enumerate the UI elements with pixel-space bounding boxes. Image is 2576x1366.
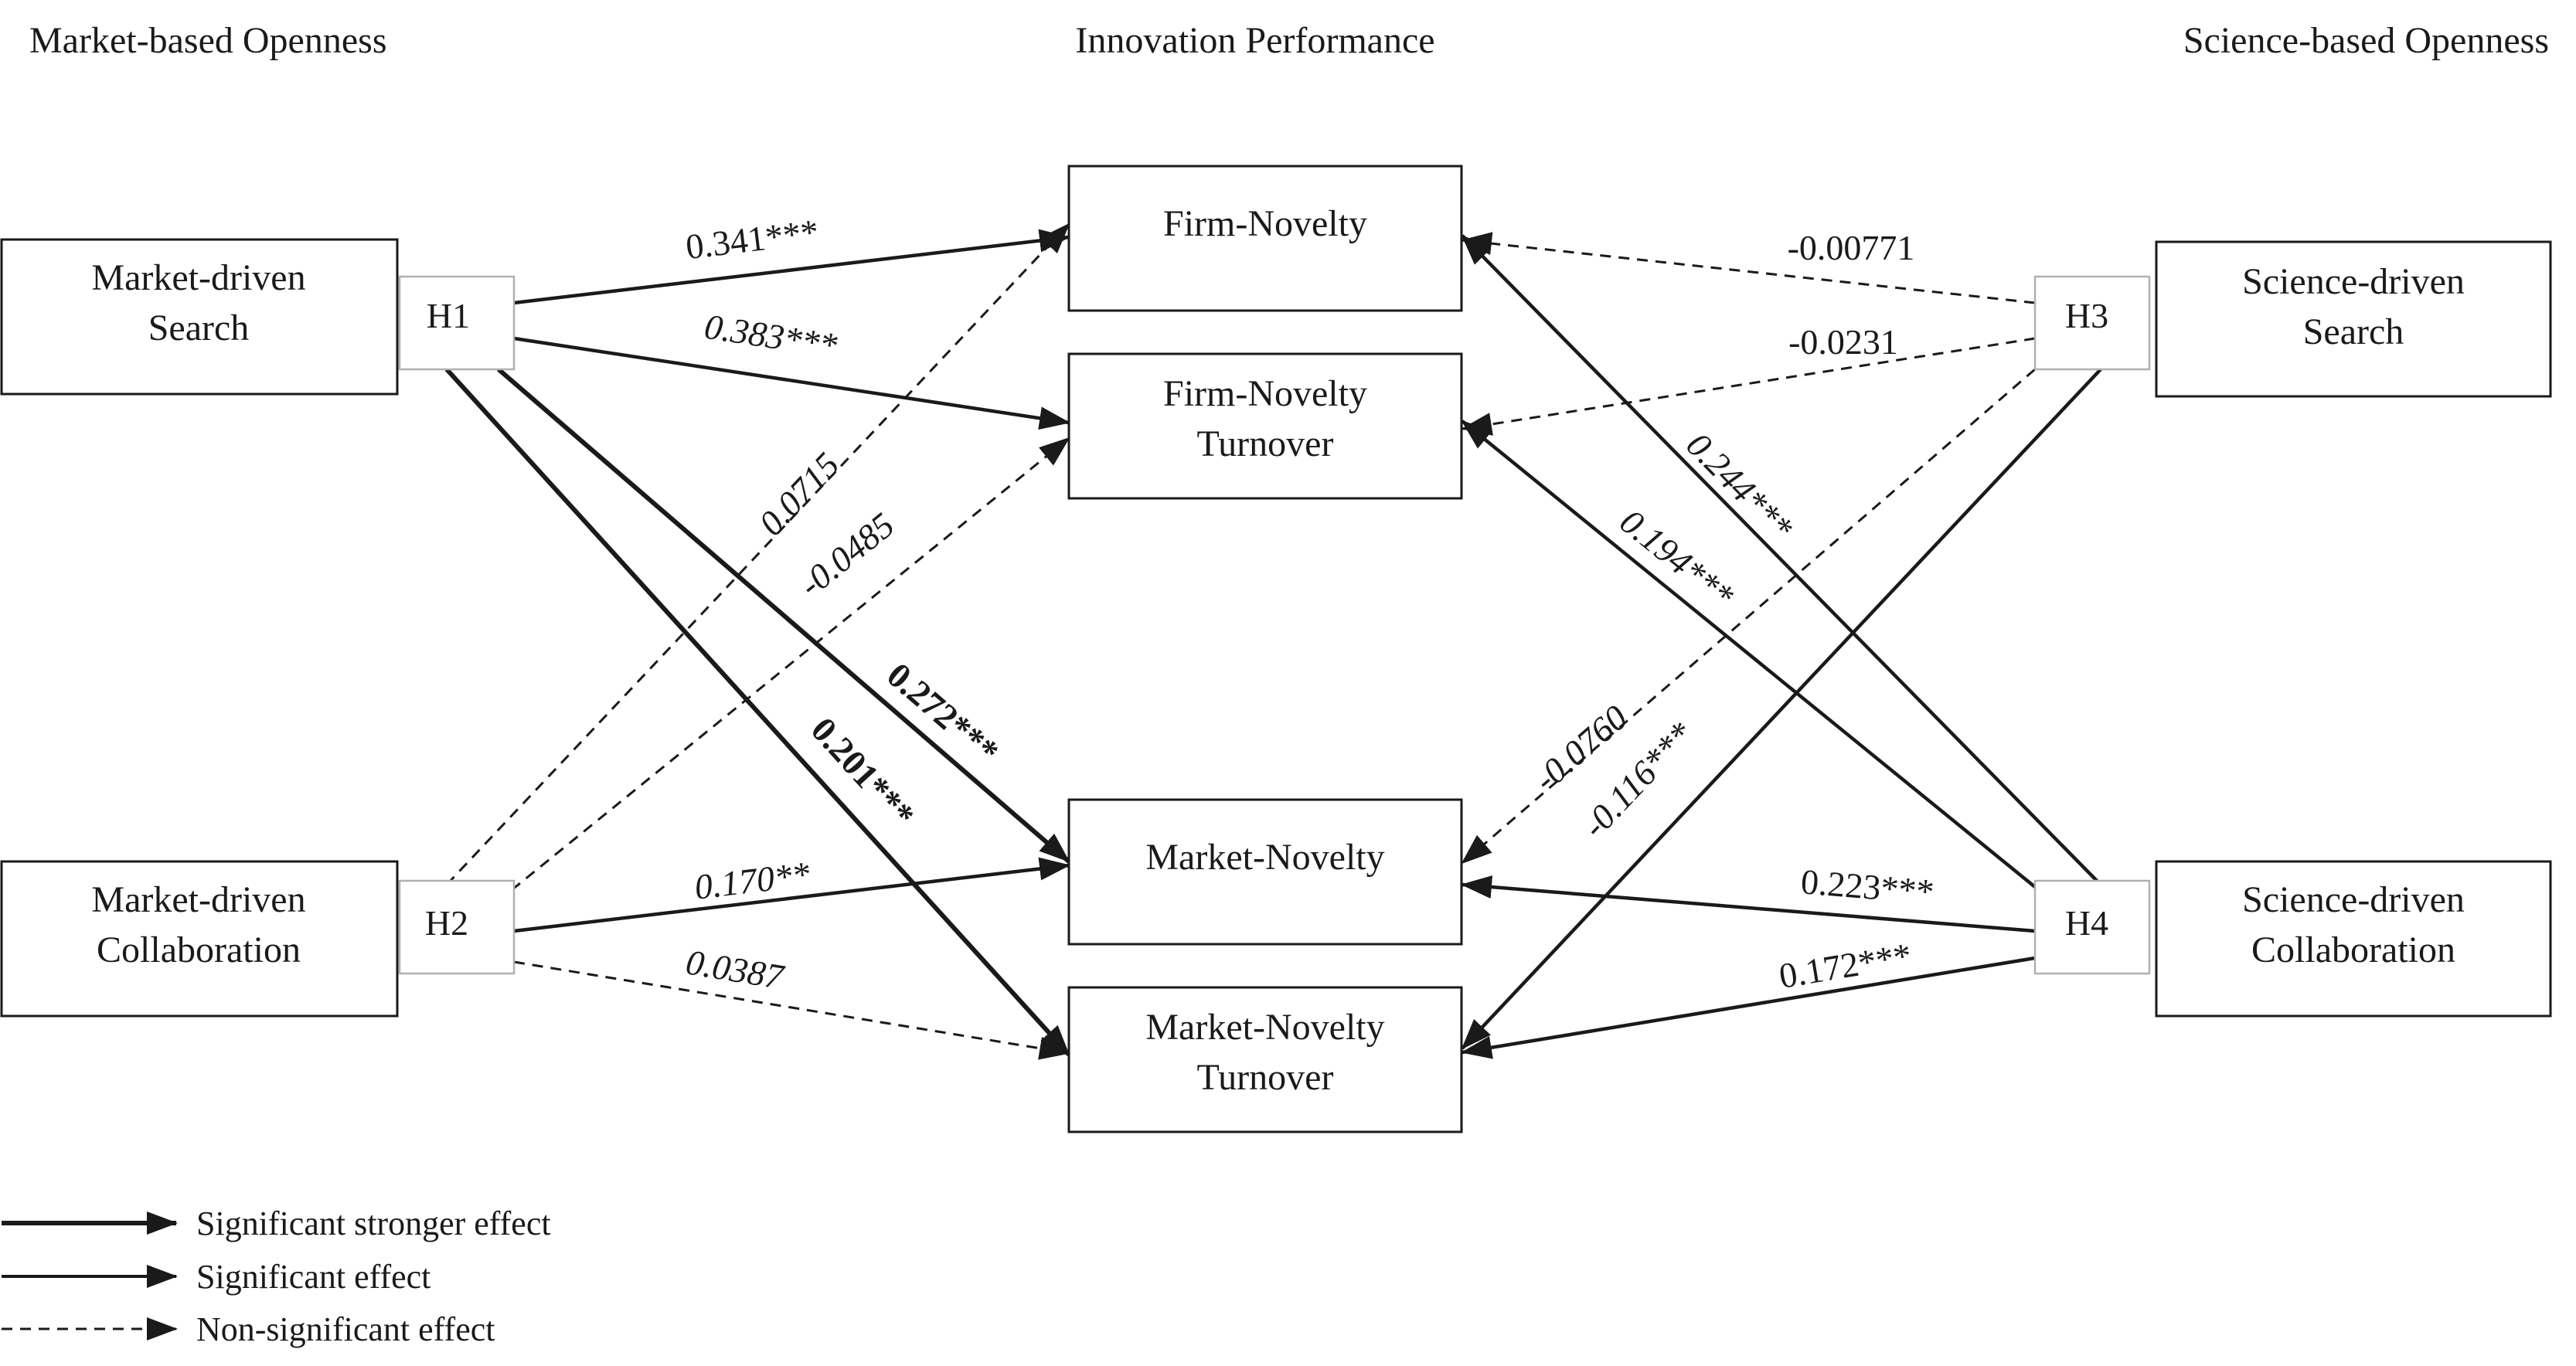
hypothesis-h2: H2: [398, 879, 516, 975]
arrow-h2-firm-novelty-turnover: [511, 437, 1070, 892]
arrow-h4-firm-novelty: [1461, 234, 2102, 886]
box-market-driven-search-line2: Search: [148, 308, 250, 348]
coef-h3-firm-novelty-turnover: -0.0231: [1788, 322, 1898, 362]
arrow-h4-market-novelty: [1461, 875, 2036, 933]
hypothesis-h3-label: H3: [2065, 296, 2108, 335]
arrow-h2-market-novelty-turnover: [513, 960, 1070, 1060]
legend-non-significant-label: Non-significant effect: [196, 1310, 495, 1348]
coef-h4-firm-novelty: 0.244***: [1679, 425, 1800, 548]
arrow-h1-firm-novelty-turnover: [513, 336, 1070, 430]
box-firm-novelty-turnover: Firm-Novelty Turnover: [1067, 352, 1463, 500]
box-market-novelty: Market-Novelty: [1067, 798, 1463, 946]
box-market-driven-search-line1: Market-driven: [91, 257, 305, 298]
box-science-driven-search-line1: Science-driven: [2242, 261, 2465, 302]
arrow-h4-market-novelty-turnover: [1461, 956, 2036, 1059]
box-firm-novelty-turnover-line2: Turnover: [1197, 423, 1334, 464]
box-science-driven-collaboration: Science-driven Collaboration: [2155, 860, 2552, 1018]
box-science-driven-collaboration-line1: Science-driven: [2242, 879, 2465, 920]
coef-h1-firm-novelty-turnover: 0.383***: [702, 307, 839, 365]
box-firm-novelty-turnover-line1: Firm-Novelty: [1163, 373, 1367, 414]
arrow-h3-firm-novelty-turnover: [1461, 337, 2036, 436]
legend: Significant stronger effect Significant …: [2, 1205, 551, 1348]
hypothesis-h3: H3: [2033, 275, 2151, 371]
arrow-h3-firm-novelty: [1461, 232, 2036, 304]
coef-h2-firm-novelty-turnover: -0.0485: [791, 505, 901, 605]
arrow-h4-firm-novelty-turnover: [1461, 420, 2037, 889]
legend-significant-label: Significant effect: [196, 1258, 430, 1296]
arrow-h1-market-novelty-turnover: [444, 367, 1071, 1057]
arrow-h3-market-novelty: [1461, 368, 2036, 865]
coef-h4-market-novelty: 0.223***: [1799, 861, 1935, 912]
legend-stronger-label: Significant stronger effect: [196, 1205, 551, 1242]
box-market-driven-collaboration-line2: Collaboration: [97, 929, 301, 970]
box-science-driven-collaboration-line2: Collaboration: [2251, 929, 2455, 970]
box-market-novelty-turnover: Market-Novelty Turnover: [1067, 986, 1463, 1133]
hypothesis-h4: H4: [2033, 879, 2151, 975]
header-science-based-openness: Science-based Openness: [2183, 20, 2549, 61]
arrow-h2-firm-novelty: [445, 223, 1070, 886]
box-market-driven-search: Market-driven Search: [0, 238, 399, 396]
coef-h2-market-novelty-turnover: 0.0387: [683, 942, 788, 997]
arrow-h2-market-novelty: [513, 857, 1070, 933]
header-innovation-performance: Innovation Performance: [1075, 20, 1434, 61]
arrow-h1-market-novelty: [497, 367, 1070, 864]
hypothesis-h2-label: H2: [425, 903, 468, 943]
box-market-novelty-turnover-line2: Turnover: [1197, 1057, 1334, 1098]
coef-h1-market-novelty-turnover: 0.201***: [804, 710, 923, 835]
header-market-based-openness: Market-based Openness: [29, 20, 387, 61]
box-market-driven-collaboration-line1: Market-driven: [91, 879, 305, 920]
coef-h4-market-novelty-turnover: 0.172***: [1776, 936, 1914, 996]
box-firm-novelty-label: Firm-Novelty: [1163, 203, 1367, 244]
hypothesis-h4-label: H4: [2065, 903, 2108, 943]
box-firm-novelty: Firm-Novelty: [1067, 165, 1463, 312]
box-market-novelty-turnover-line1: Market-Novelty: [1145, 1007, 1384, 1048]
box-science-driven-search-line2: Search: [2303, 311, 2404, 352]
arrow-h1-firm-novelty: [513, 229, 1070, 305]
box-science-driven-search: Science-driven Search: [2155, 240, 2552, 398]
arrow-h3-market-novelty-turnover: [1461, 368, 2102, 1050]
hypothesis-h1: H1: [398, 275, 516, 371]
coef-h2-firm-novelty: 0.0715: [751, 445, 847, 543]
hypothesis-h1-label: H1: [427, 296, 470, 335]
coef-h3-firm-novelty: -0.00771: [1788, 228, 1915, 267]
box-market-driven-collaboration: Market-driven Collaboration: [0, 860, 399, 1018]
coef-h1-firm-novelty: 0.341***: [684, 212, 821, 267]
box-market-novelty-label: Market-Novelty: [1145, 837, 1384, 878]
path-arrows: [444, 223, 2102, 1060]
